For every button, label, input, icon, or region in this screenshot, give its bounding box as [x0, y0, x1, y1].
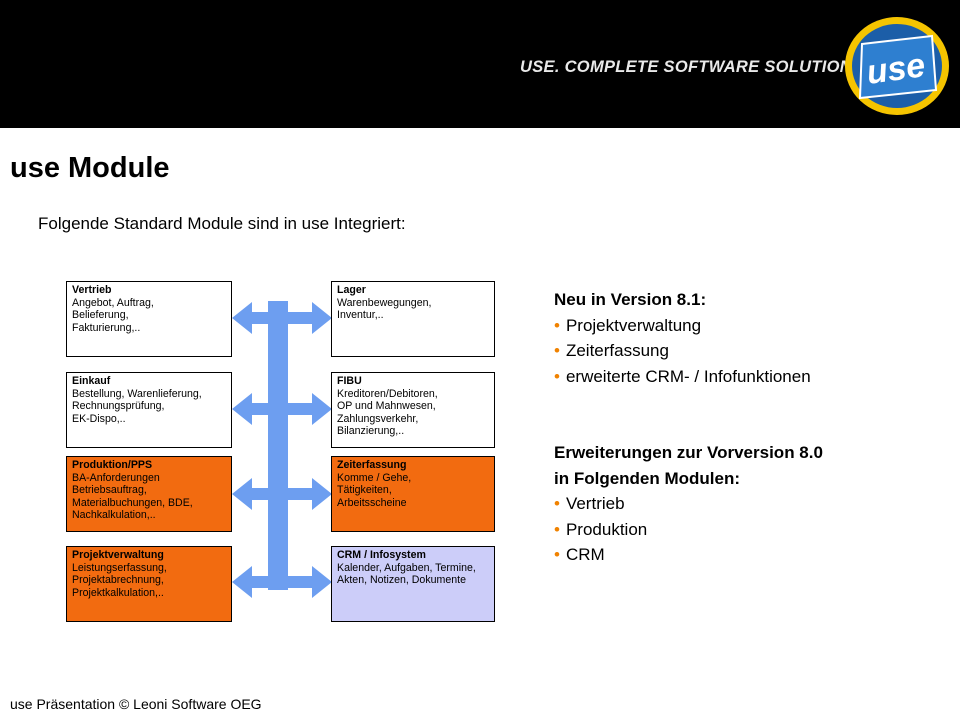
module-line: BA-Anforderungen: [72, 471, 160, 484]
module-line: Komme / Gehe,: [337, 471, 412, 484]
module-title: Zeiterfassung: [337, 459, 407, 471]
module-line: Projektkalkulation,..: [72, 586, 164, 599]
module-line: OP und Mahnwesen,: [337, 400, 436, 413]
module-title: Einkauf: [72, 375, 111, 387]
extension-item: •Produktion: [554, 519, 648, 539]
module-line: Kreditoren/Debitoren,: [337, 387, 438, 400]
extension-item: •Vertrieb: [554, 494, 625, 513]
new-feature-item: •Zeiterfassung: [554, 341, 669, 360]
module-line: Warenbewegungen,: [337, 296, 432, 309]
module-title: Projektverwaltung: [72, 549, 164, 561]
module-line: Fakturierung,..: [72, 321, 141, 334]
module-title: Produktion/PPS: [72, 459, 153, 471]
module-line: Tätigkeiten,: [337, 484, 392, 497]
module-title: Vertrieb: [72, 284, 112, 296]
vertical-bus: [268, 301, 288, 590]
module-line: Rechnungsprüfung,: [72, 400, 165, 413]
use-logo: use: [845, 17, 949, 115]
logo-text: use: [864, 46, 927, 92]
new-feature-item: •Projektverwaltung: [554, 315, 702, 335]
module-title: Lager: [337, 284, 366, 296]
module-line: EK-Dispo,..: [72, 412, 126, 425]
company-tagline: USE. COMPLETE SOFTWARE SOLUTIONS: [520, 58, 864, 76]
page-title: use Module: [10, 152, 170, 184]
module-line: Leistungserfassung,: [72, 561, 167, 574]
page-subtitle: Folgende Standard Module sind in use Int…: [38, 214, 406, 233]
new-features-section: Neu in Version 8.1: •Projektverwaltung •…: [554, 287, 811, 389]
connector-arrow-row-1: [232, 302, 332, 334]
module-line: Bestellung, Warenlieferung,: [72, 387, 202, 400]
module-line: Bilanzierung,..: [337, 425, 405, 438]
extension-item: •CRM: [554, 545, 605, 564]
extensions-heading-line1: Erweiterungen zur Vorversion 8.0: [554, 443, 823, 462]
module-line: Zahlungsverkehr,: [337, 412, 419, 425]
module-line: Arbeitsscheine: [337, 496, 407, 509]
header-bar: USE. COMPLETE SOFTWARE SOLUTIONS use: [0, 0, 960, 128]
module-line: Belieferung,: [72, 309, 129, 322]
new-feature-item: •erweiterte CRM- / Infofunktionen: [554, 366, 811, 386]
module-line: Nachkalkulation,..: [72, 509, 156, 522]
module-title: FIBU: [337, 375, 362, 387]
module-line: Betriebsauftrag,: [72, 484, 147, 497]
module-line: Inventur,..: [337, 309, 384, 322]
module-line: Angebot, Auftrag,: [72, 296, 154, 309]
connector-arrows: [232, 301, 332, 598]
module-line: Akten, Notizen, Dokumente: [337, 574, 466, 587]
extensions-section: Erweiterungen zur Vorversion 8.0 in Folg…: [554, 440, 823, 568]
module-line: Materialbuchungen, BDE,: [72, 496, 193, 509]
module-title: CRM / Infosystem: [337, 549, 426, 561]
extensions-heading-line2: in Folgenden Modulen:: [554, 468, 741, 488]
connector-arrow-row-2: [232, 393, 332, 425]
footer-copyright: use Präsentation © Leoni Software OEG: [10, 696, 262, 712]
connector-arrow-row-3: [232, 478, 332, 510]
connector-arrow-row-4: [232, 566, 332, 598]
new-features-heading: Neu in Version 8.1:: [554, 290, 707, 309]
module-line: Projektabrechnung,: [72, 574, 164, 587]
module-line: Kalender, Aufgaben, Termine,: [337, 561, 476, 574]
